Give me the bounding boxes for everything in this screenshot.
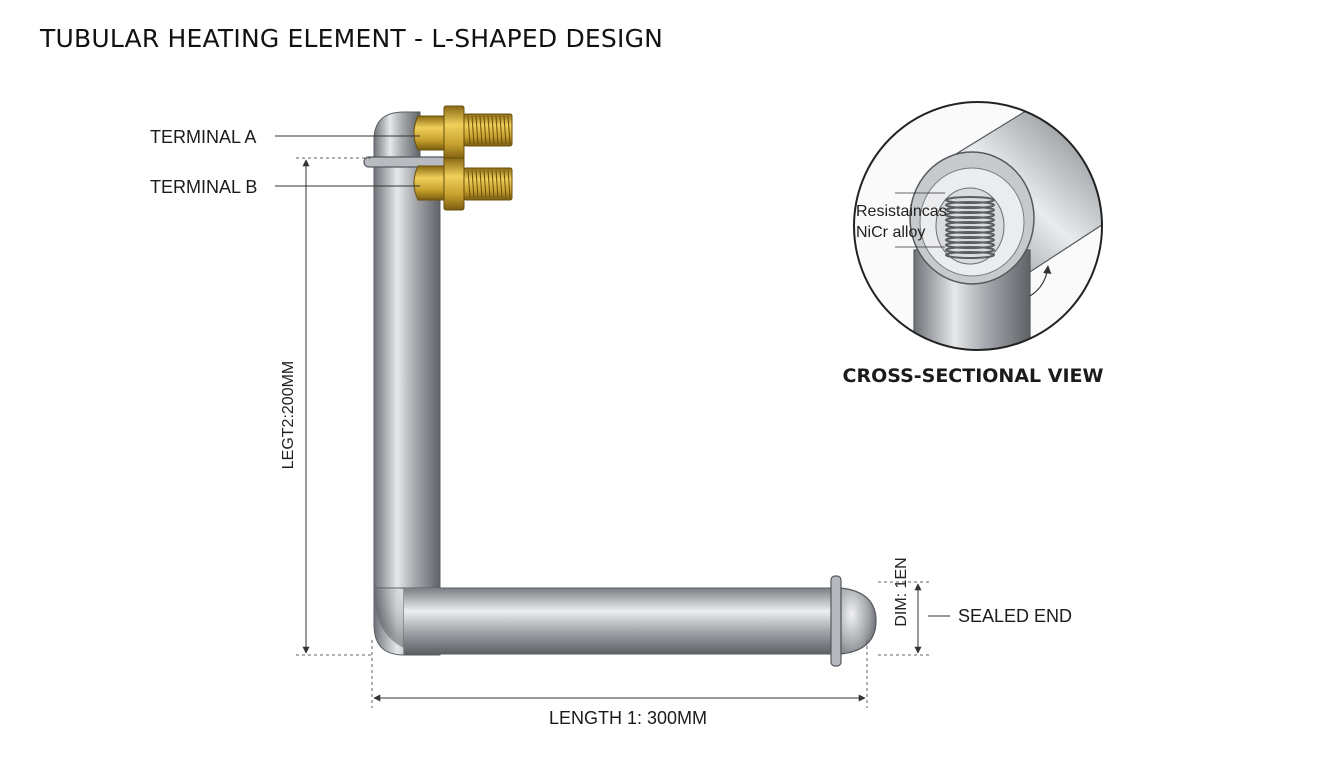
- diameter-dimension: DIM: 1EN SEALED END: [878, 557, 1072, 656]
- terminal-b-label: TERMINAL B: [150, 177, 257, 197]
- thread-line: [491, 169, 495, 199]
- thread-line: [471, 169, 475, 199]
- thread-line: [487, 115, 491, 145]
- vertical-leg: [373, 161, 441, 591]
- thread-line: [471, 115, 475, 145]
- thread-line: [475, 169, 479, 199]
- end-flange: [830, 575, 842, 667]
- cross-section-label: CROSS-SECTIONAL VIEW: [843, 365, 1104, 387]
- leg2-label: LEGT2:200MM: [280, 361, 297, 469]
- thread-line: [467, 115, 471, 145]
- thread-line: [499, 169, 503, 199]
- thread-line: [479, 115, 483, 145]
- coil-turn: [945, 251, 995, 259]
- alloy-label: NiCr alloy: [856, 224, 925, 241]
- resistance-label: Resistaincas: [856, 203, 947, 220]
- thread-line: [507, 115, 511, 145]
- thread-line: [503, 115, 507, 145]
- sealed-end-label: SEALED END: [958, 606, 1072, 626]
- top-elbow: [373, 111, 421, 163]
- heating-tube: [363, 111, 877, 667]
- thread-line: [467, 169, 471, 199]
- sealed-end-cap: [840, 587, 877, 655]
- terminal-b: [413, 157, 513, 211]
- diameter-label: DIM: 1EN: [893, 557, 910, 626]
- detail-circle: [853, 101, 1103, 351]
- horizontal-leg: [403, 587, 837, 655]
- terminal-a: [413, 105, 513, 161]
- thread-line: [503, 169, 507, 199]
- page-title: TUBULAR HEATING ELEMENT - L-SHAPED DESIG…: [39, 24, 663, 53]
- leg2-dimension: LEGT2:200MM: [280, 157, 372, 656]
- thread-line: [499, 115, 503, 145]
- thread-line: [475, 115, 479, 145]
- terminal-b-nut: [443, 157, 465, 211]
- length1-dimension: LENGTH 1: 300MM: [371, 640, 868, 728]
- terminal-a-nut: [443, 105, 465, 161]
- terminal-a-label: TERMINAL A: [150, 127, 256, 147]
- thread-line: [483, 169, 487, 199]
- cross-section-detail: Resistaincas NiCr alloy CROSS-SECTIONAL …: [843, 101, 1104, 387]
- thread-line: [495, 169, 499, 199]
- thread-line: [487, 169, 491, 199]
- length1-label: LENGTH 1: 300MM: [549, 708, 707, 728]
- thread-line: [479, 169, 483, 199]
- thread-line: [483, 115, 487, 145]
- thread-line: [491, 115, 495, 145]
- thread-line: [495, 115, 499, 145]
- thread-line: [507, 169, 511, 199]
